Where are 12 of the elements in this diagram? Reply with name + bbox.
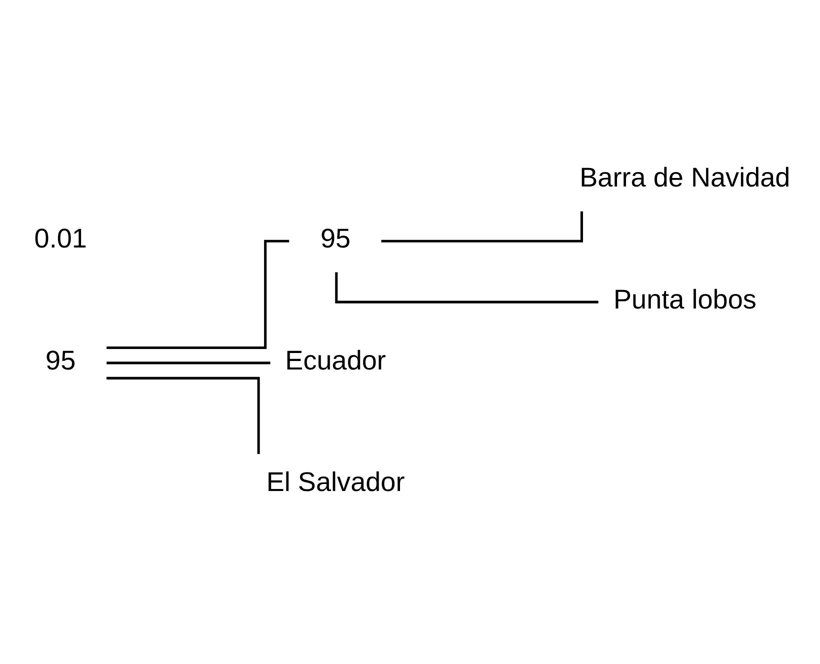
node-text: El Salvador (266, 466, 405, 497)
node-text: 95 (46, 344, 76, 375)
label: 0.01 (34, 222, 87, 254)
connector (106, 361, 270, 364)
connector (106, 376, 260, 454)
node-text: 95 (320, 222, 351, 254)
node-text: Ecuador (285, 344, 386, 375)
connector (335, 272, 598, 303)
node-text: Barra de Navidad (580, 161, 790, 192)
connector (381, 210, 583, 242)
connector (106, 239, 290, 348)
node-text: Punta lobos (613, 282, 756, 314)
